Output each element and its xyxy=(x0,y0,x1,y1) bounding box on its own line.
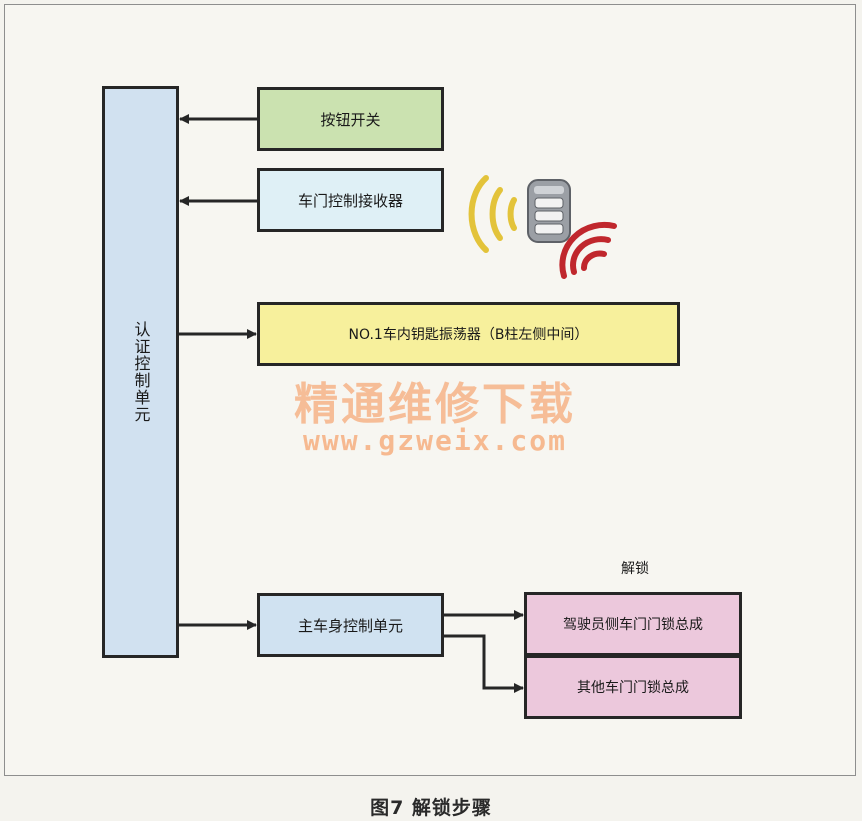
other-door-lock-box: 其他车门门锁总成 xyxy=(524,655,742,719)
watermark-text: 精通维修下载 xyxy=(294,379,576,430)
signal-waves-yellow xyxy=(468,175,517,253)
signal-waves-red xyxy=(559,221,617,279)
watermark-url: www.gzweix.com xyxy=(302,424,567,457)
door-control-receiver-box: 车门控制接收器 xyxy=(257,168,444,232)
driver-door-lock-label: 驾驶员侧车门门锁总成 xyxy=(563,617,703,633)
key-oscillator-label: NO.1车内钥匙振荡器（B柱左侧中间） xyxy=(348,327,589,343)
unlock-label: 解锁 xyxy=(621,561,649,577)
button-switch-label: 按钮开关 xyxy=(320,110,381,129)
other-door-lock-label: 其他车门门锁总成 xyxy=(577,680,689,696)
auth-control-unit: 认证控制单元 xyxy=(102,86,179,658)
main-body-control-unit-label: 主车身控制单元 xyxy=(297,616,403,635)
door-control-receiver-label: 车门控制接收器 xyxy=(297,191,403,210)
button-switch-box: 按钮开关 xyxy=(257,87,444,151)
driver-door-lock-box: 驾驶员侧车门门锁总成 xyxy=(524,592,742,656)
arrow-body-to-other-lock xyxy=(444,634,524,693)
key-oscillator-box: NO.1车内钥匙振荡器（B柱左侧中间） xyxy=(257,302,680,366)
auth-control-unit-label: 认证控制单元 xyxy=(131,321,151,423)
key-fob-icon xyxy=(527,179,571,243)
figure-caption: 图7 解锁步骤 xyxy=(370,797,492,819)
main-body-control-unit-box: 主车身控制单元 xyxy=(257,593,444,657)
